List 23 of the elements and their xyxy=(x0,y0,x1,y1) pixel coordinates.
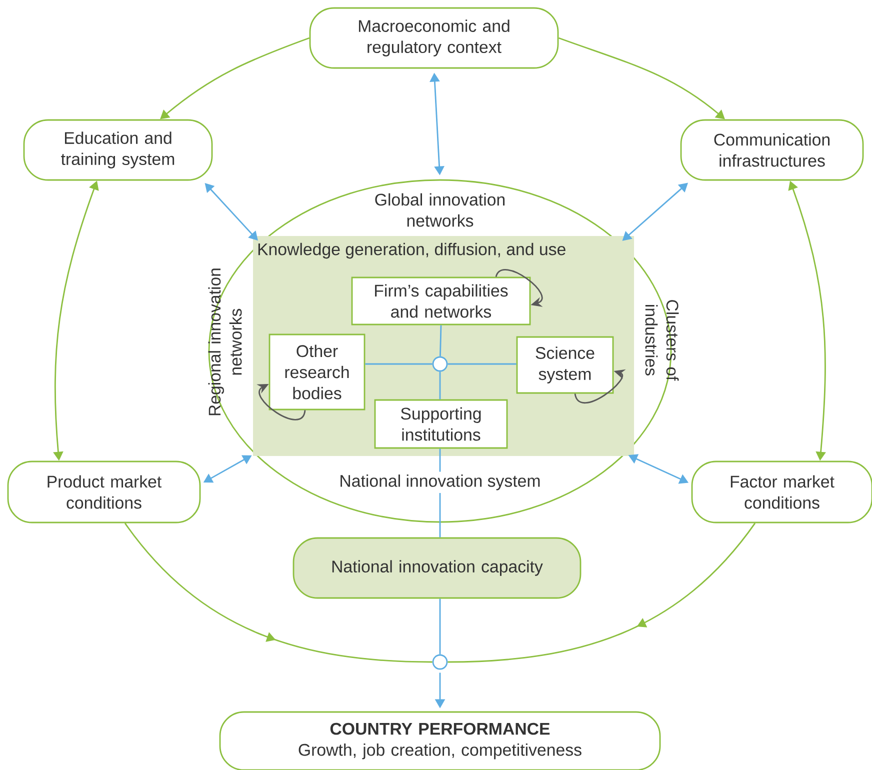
process-box: Other research bodies xyxy=(268,334,366,410)
connector-line xyxy=(439,598,441,654)
arrow xyxy=(124,522,432,663)
rounded-box: Macroeconomic and regulatory context xyxy=(309,7,559,69)
rounded-box: Communication infrastructures xyxy=(680,119,864,181)
rounded-box: Factor market conditions xyxy=(691,460,872,524)
arrow xyxy=(160,37,310,120)
arrow xyxy=(558,37,725,120)
process-box: Firm’s capabilities and networks xyxy=(351,276,531,326)
connector-line xyxy=(448,363,516,365)
rounded-box: Education and training system xyxy=(23,119,213,181)
rounded-box: Product market conditions xyxy=(7,460,201,524)
rounded-box: COUNTRY PERFORMANCE Growth, job creation, competitiveness xyxy=(219,711,661,770)
connector-line xyxy=(365,363,432,365)
capacity-box: National innovation capacity xyxy=(292,537,582,599)
process-box: Supporting institutions xyxy=(374,399,508,449)
arrow xyxy=(448,522,756,663)
junction-circle xyxy=(432,654,448,670)
process-box: Science system xyxy=(516,336,614,394)
connector-line xyxy=(440,325,442,356)
junction-circle xyxy=(432,356,448,372)
connector-line xyxy=(439,372,441,400)
edge-label: National innovation system xyxy=(336,472,544,494)
